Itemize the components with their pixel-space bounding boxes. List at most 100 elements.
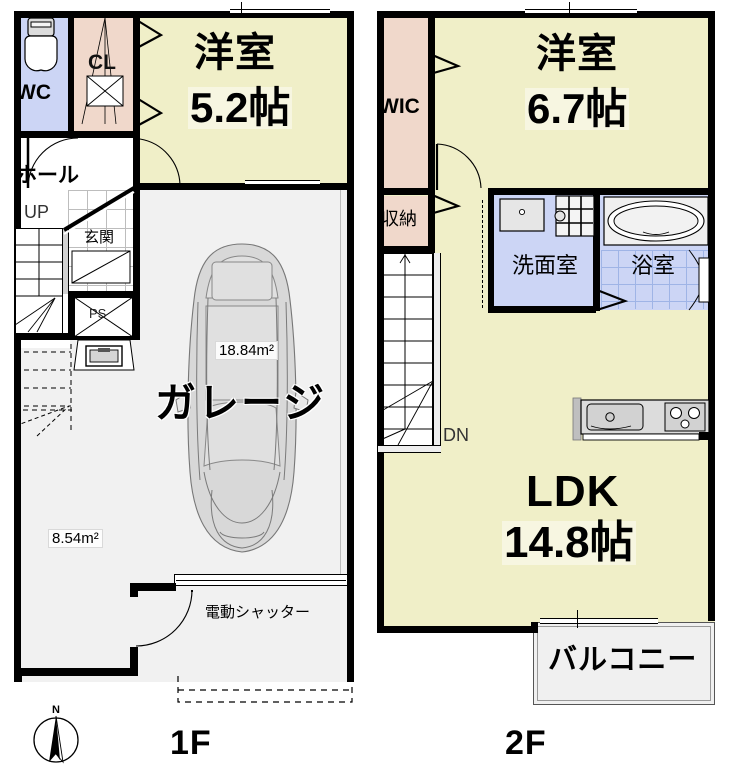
stair-rail-2f-bottom — [378, 445, 441, 453]
toilet-icon — [24, 17, 58, 72]
sliding-door-marks-wic — [429, 52, 462, 76]
room-fill-balcony — [533, 622, 715, 705]
bathtub-icon — [603, 196, 709, 246]
wall-shunou-right — [428, 195, 435, 253]
porch-dashed-left — [14, 409, 72, 411]
label-senmen: 洗面室 — [512, 253, 579, 278]
wall-senmen-yokushitsu-divider — [593, 191, 600, 311]
closet-cl-detail — [81, 17, 124, 125]
wall-entry-left-lower — [130, 647, 138, 675]
washing-machine-icon — [554, 195, 595, 237]
wall-washitsu-2f-bottom — [488, 188, 715, 195]
wall-senmen-left — [488, 188, 494, 313]
wall-room-bottom — [133, 183, 352, 190]
wall-genkan-bottom — [68, 291, 140, 298]
wall-shunou-bottom — [377, 246, 435, 253]
label-stairs-dn: DN — [443, 425, 469, 445]
window-1f-top-tick — [241, 2, 242, 18]
staircase-1f-lower-dashed — [14, 344, 72, 437]
electric-shutter-line — [176, 580, 346, 581]
label-washitsu-1f-size: 5.2帖 — [188, 84, 293, 131]
outdoor-unit-icon — [73, 339, 135, 371]
ps-box-cross — [73, 296, 134, 338]
wall-entry-left — [130, 583, 138, 597]
wall-kitchen-right — [699, 432, 711, 440]
floor-label-2f: 2F — [505, 724, 547, 762]
label-balcony: バルコニー — [548, 644, 698, 676]
senmen-door-dashes — [482, 200, 483, 308]
wall-ps-right — [133, 295, 140, 340]
wall-shutter-left — [130, 583, 176, 591]
label-hall: ホール — [16, 164, 79, 187]
wall-2f-top — [377, 11, 715, 18]
wall-ps-left — [68, 295, 74, 340]
sliding-door-senmen — [596, 288, 629, 312]
wall-1f-bottom — [14, 668, 138, 676]
sliding-door-marks-1f — [134, 18, 164, 128]
label-stairs-up: UP — [24, 202, 50, 222]
wall-wc-cl-divider — [68, 14, 74, 132]
floor-label-1f: 1F — [170, 724, 212, 762]
wall-wc-bottom — [14, 131, 135, 138]
washbasin-icon — [499, 198, 545, 232]
floor-plan-1f: WC CL 洋室 5.2帖 ホール UP 玄関 PS ガレージ 18.84m² … — [14, 2, 354, 764]
label-ldk: LDK — [526, 467, 620, 516]
door-washitsu-1f — [139, 138, 181, 186]
wic-door-leaf — [428, 66, 430, 188]
door-washitsu-2f — [435, 143, 482, 190]
label-ldk-size: 14.8帖 — [502, 518, 636, 567]
floor-plan-2f: WIC 収納 洋室 6.7帖 洗面室 浴室 DN LDK 14.8帖 バルコニー… — [365, 0, 729, 775]
wall-cl-room-divider — [133, 14, 140, 132]
window-balcony-tick — [577, 610, 578, 628]
wall-2f-right — [708, 11, 715, 621]
room-fill-shunou — [378, 196, 434, 251]
genkan-angled-wall — [62, 186, 136, 235]
stair-rail-2f-right — [433, 253, 441, 447]
window-2f-top-tick — [569, 2, 570, 18]
kitchen-counter-icon — [572, 397, 710, 441]
wall-hall-room-divider — [133, 131, 140, 187]
window-1f-room-bottom — [245, 180, 320, 185]
shunou-door-leaf — [428, 206, 430, 252]
label-porch-area: 8.54m² — [48, 529, 103, 548]
wall-stair-genkan-strip — [62, 228, 69, 294]
wall-genkan-right — [133, 187, 140, 297]
label-washitsu-2f-size: 6.7帖 — [525, 85, 630, 132]
porch-dashed-outline — [177, 676, 353, 703]
window-1f-top — [230, 9, 330, 14]
label-genkan: 玄関 — [84, 229, 115, 246]
room-fill-cl — [73, 14, 135, 131]
label-garage: ガレージ — [155, 380, 327, 426]
wall-senmen-bottom — [488, 306, 596, 313]
label-wic: WIC — [379, 95, 420, 118]
compass-north-label: N — [52, 704, 60, 716]
door-entry-1f — [135, 589, 193, 647]
door-wc — [26, 137, 79, 189]
wall-1f-top — [14, 11, 354, 18]
label-cl: CL — [88, 51, 116, 74]
wall-1f-right — [347, 11, 354, 576]
genkan-step — [71, 250, 131, 284]
garage-inner-line — [340, 190, 341, 580]
wall-2f-bottom — [377, 626, 537, 633]
room-fill-wic — [378, 14, 434, 190]
compass-north-icon — [33, 715, 79, 764]
wall-2f-left — [377, 11, 384, 633]
wall-1f-left — [14, 11, 21, 682]
label-wc: WC — [16, 81, 51, 104]
staircase-2f-treads — [377, 253, 434, 446]
label-ps: PS — [89, 306, 107, 321]
wall-wic-bottom — [377, 188, 435, 195]
balcony-inner-outline — [537, 626, 711, 701]
sliding-door-marks-shunou — [429, 192, 462, 216]
wall-1f-bottom-left — [14, 675, 22, 682]
label-yokushitsu: 浴室 — [631, 253, 676, 278]
wall-2f-bottom-balcony-edge — [531, 622, 538, 633]
label-garage-area: 18.84m² — [215, 341, 279, 360]
shower-panel-icon — [688, 249, 710, 311]
window-balcony — [540, 618, 658, 624]
wall-wic-right — [428, 14, 435, 192]
window-2f-top — [525, 9, 637, 14]
room-fill-washitsu-1f — [140, 14, 352, 189]
label-electric-shutter: 電動シャッター — [205, 604, 311, 621]
